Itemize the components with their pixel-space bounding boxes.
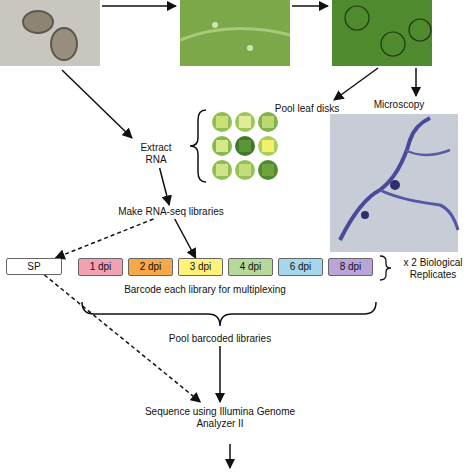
leaf-disk (239, 140, 251, 152)
droplet (247, 45, 253, 51)
flow-connector (219, 346, 221, 402)
node-text: 1 dpi (90, 261, 112, 273)
flow-connector (160, 168, 170, 205)
haustorium (361, 211, 369, 219)
flow-arrow (62, 70, 132, 138)
leaf-photo (332, 0, 432, 66)
disk-circle (345, 6, 369, 30)
text-label: Barcode each library for multiplexing (100, 284, 310, 296)
leaf-disk (239, 164, 251, 176)
hypha (380, 190, 458, 230)
library-box: 1 dpi (78, 258, 123, 276)
hypha (405, 150, 450, 155)
node-text: Make RNA-seq libraries (118, 206, 224, 218)
node-text: 8 dpi (340, 261, 362, 273)
flow-arrow (292, 5, 328, 7)
leaf-disk (235, 136, 255, 156)
leaf-vein (180, 29, 290, 40)
process-step: Extract RNA (132, 140, 180, 168)
leaf-disk (258, 136, 278, 156)
disk-circle (381, 32, 405, 56)
hypha (340, 118, 430, 240)
leaf-disk (235, 112, 255, 132)
leaf-disk (216, 164, 228, 176)
flow-connector (55, 219, 153, 258)
node-text: Extract RNA (132, 142, 180, 166)
leaf-disk (212, 112, 232, 132)
spore (23, 11, 53, 33)
node-text: Sequence using Illumina Genome Analyzer … (140, 406, 300, 430)
flow-connector (175, 219, 196, 258)
text-label: Microscopy (364, 99, 434, 111)
flow-arrow (102, 5, 176, 7)
brace (380, 256, 391, 280)
brace (190, 110, 206, 182)
node-text: Pool barcoded libraries (169, 333, 271, 345)
leaf-disk (216, 140, 228, 152)
process-step: Sequence using Illumina Genome Analyzer … (140, 402, 300, 434)
leaf-disk (262, 116, 274, 128)
spore-photo (0, 0, 100, 66)
process-step: Pool barcoded libraries (155, 332, 285, 346)
text-label: Pool leaf disks (268, 103, 346, 115)
library-box: 8 dpi (328, 258, 373, 276)
disk-circle (409, 19, 431, 41)
leaf-disk (262, 140, 274, 152)
library-box: 6 dpi (278, 258, 323, 276)
library-box: 2 dpi (128, 258, 173, 276)
text-label: x 2 Biological Replicates (393, 257, 473, 281)
leaf-disk (239, 116, 251, 128)
node-text: 6 dpi (290, 261, 312, 273)
library-box: 4 dpi (228, 258, 273, 276)
leaf-disk (258, 160, 278, 180)
brace (82, 302, 376, 326)
leaf-disk (262, 164, 274, 176)
droplet (212, 22, 218, 28)
microscopy-photo (330, 114, 458, 252)
spore (51, 28, 77, 60)
library-box: 3 dpi (178, 258, 223, 276)
leaf-disk (212, 160, 232, 180)
flow-arrow (415, 68, 417, 96)
node-text: 3 dpi (190, 261, 212, 273)
node-text: 2 dpi (140, 261, 162, 273)
leaf-disk (216, 116, 228, 128)
node-text: SP (27, 261, 40, 273)
flow-arrow (334, 68, 378, 100)
flow-arrow (229, 444, 231, 468)
leaf-disk (258, 112, 278, 132)
sample-box: SP (6, 258, 62, 275)
node-text: 4 dpi (240, 261, 262, 273)
haustorium (390, 180, 400, 190)
leaf-disk (235, 160, 255, 180)
leaf-photo (180, 0, 290, 66)
leaf-disk (212, 136, 232, 156)
process-step: Make RNA-seq libraries (104, 205, 238, 219)
leaf-disk-grid (212, 112, 278, 180)
